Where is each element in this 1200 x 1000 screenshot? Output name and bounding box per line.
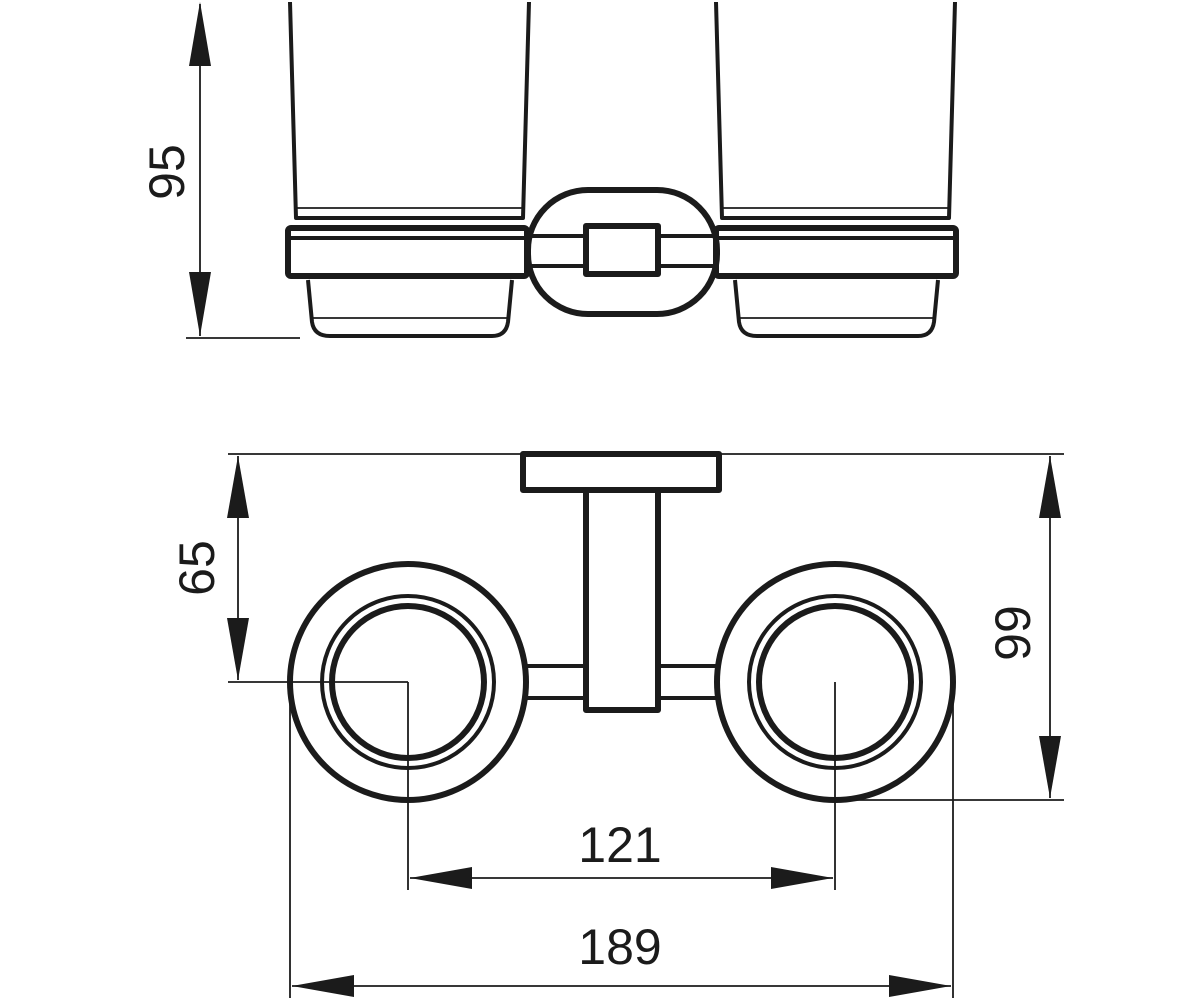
dimension-height: 95 (139, 2, 300, 339)
right-collar-band (713, 225, 959, 279)
dimension-overall-width: 189 (289, 682, 954, 998)
dimension-label-65: 65 (169, 540, 225, 596)
dimension-label-99: 99 (985, 605, 1041, 661)
right-cup-base (733, 279, 940, 338)
arrow-up-65 (227, 456, 249, 518)
top-view: 65 99 121 189 (169, 451, 1064, 998)
arrow-down-99 (1039, 736, 1061, 798)
dimension-label-121: 121 (578, 817, 661, 873)
left-glass (288, 1, 531, 220)
arrow-right-189 (889, 975, 951, 997)
arrow-left-189 (292, 975, 354, 997)
dimension-depth-total: 99 (835, 456, 1064, 801)
front-view: 95 (139, 1, 959, 339)
arrow-down-65 (227, 618, 249, 680)
arrow-down (189, 272, 211, 336)
wall-mount-oval (525, 187, 720, 317)
dimension-center-spacing: 121 (407, 682, 836, 890)
arrow-up-99 (1039, 456, 1061, 518)
wall-plate (520, 451, 722, 493)
left-cup-base (306, 279, 514, 338)
arrow-up (189, 2, 211, 66)
support-stem (583, 487, 661, 713)
wall-mount-block (583, 223, 661, 277)
dimension-label-height: 95 (139, 144, 195, 200)
left-collar-band (285, 225, 530, 279)
dimension-depth-to-center: 65 (169, 456, 408, 683)
dimension-label-189: 189 (578, 919, 661, 975)
arrow-right-121 (771, 867, 833, 889)
right-glass (714, 1, 957, 220)
arrow-left-121 (410, 867, 472, 889)
